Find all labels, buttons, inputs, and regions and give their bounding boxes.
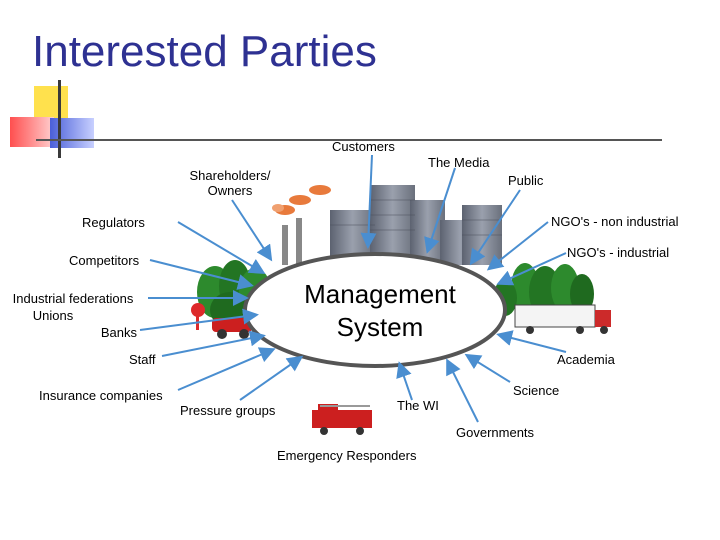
arrow-the-media bbox=[424, 167, 456, 254]
label-ngo-non-industrial: NGO's - non industrial bbox=[551, 214, 679, 229]
label-regulators: Regulators bbox=[82, 215, 145, 230]
label-academia: Academia bbox=[557, 352, 615, 367]
arrow-regulators bbox=[177, 221, 266, 275]
truck-icon bbox=[514, 304, 611, 334]
arrow-staff bbox=[161, 330, 266, 357]
arrow-shareholders bbox=[231, 199, 273, 262]
label-industrial-group: Industrial federations Unions Banks bbox=[5, 290, 141, 341]
label-emergency-responders: Emergency Responders bbox=[277, 448, 417, 463]
arrow-competitors bbox=[149, 259, 254, 290]
deco-yellow-square bbox=[34, 86, 68, 120]
label-science: Science bbox=[513, 383, 560, 398]
arrow-public bbox=[469, 189, 521, 266]
label-competitors: Competitors bbox=[69, 253, 140, 268]
label-insurance: Insurance companies bbox=[39, 388, 163, 403]
slide-title: Interested Parties bbox=[32, 27, 377, 76]
deco-blue-square bbox=[50, 118, 94, 148]
deco-red-square bbox=[10, 117, 54, 147]
arrow-governments bbox=[446, 358, 479, 423]
banks-text: Banks bbox=[100, 325, 137, 340]
fire-truck-icon bbox=[312, 404, 372, 435]
arrows bbox=[139, 154, 567, 423]
arrow-banks bbox=[139, 308, 259, 331]
shareholders-line2: Owners bbox=[207, 183, 253, 198]
unions-text: Unions bbox=[32, 308, 74, 323]
center-label-line2: System bbox=[336, 312, 424, 342]
deco-vertical-line bbox=[58, 80, 61, 158]
arrow-ngo-non-industrial bbox=[486, 221, 549, 271]
label-the-media: The Media bbox=[428, 155, 490, 170]
label-pressure-groups: Pressure groups bbox=[180, 403, 276, 418]
forest-icon bbox=[493, 263, 594, 318]
label-customers: Customers bbox=[332, 139, 395, 154]
car-icon bbox=[191, 303, 252, 339]
label-shareholders: Shareholders/ Owners bbox=[180, 168, 280, 198]
arrow-pressure-groups bbox=[239, 355, 304, 401]
label-public: Public bbox=[508, 173, 544, 188]
arrow-ngo-industrial bbox=[496, 252, 567, 286]
arrow-insurance bbox=[177, 347, 276, 391]
label-staff: Staff bbox=[129, 352, 156, 367]
shareholders-line1: Shareholders/ bbox=[189, 168, 271, 183]
arrow-science bbox=[464, 353, 511, 383]
label-the-wi: The WI bbox=[397, 398, 439, 413]
deco-horizontal-line bbox=[36, 139, 662, 141]
industrial-federations-text: Industrial federations bbox=[12, 291, 134, 306]
arrow-academia bbox=[496, 330, 567, 353]
management-system-label: Management System bbox=[290, 278, 470, 344]
center-label-line1: Management bbox=[304, 279, 456, 309]
factory-icon bbox=[272, 185, 331, 266]
label-governments: Governments bbox=[456, 425, 535, 440]
label-ngo-industrial: NGO's - industrial bbox=[567, 245, 670, 260]
arrow-the-wi bbox=[396, 361, 413, 401]
arrow-customers bbox=[360, 154, 377, 249]
